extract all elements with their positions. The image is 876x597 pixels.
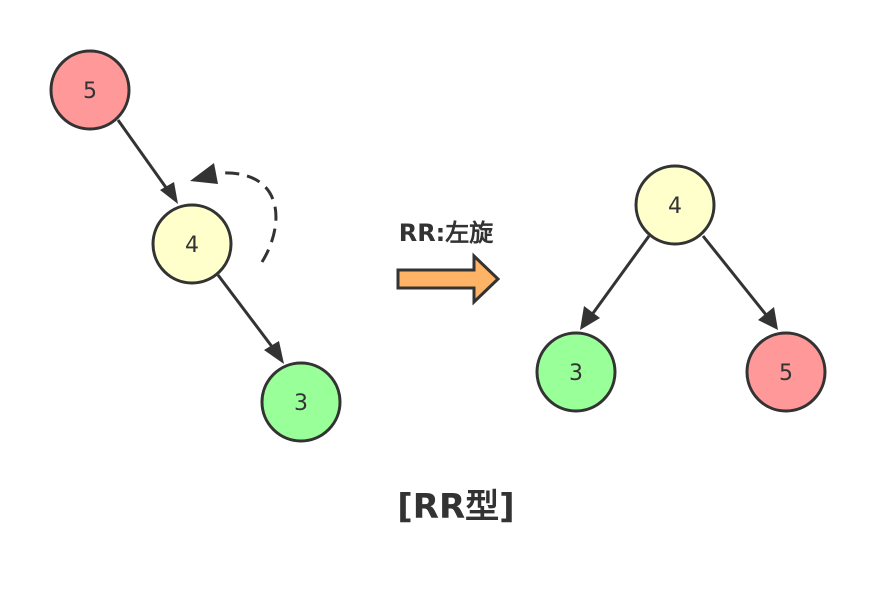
tree-node-3: 3 bbox=[535, 331, 617, 413]
node-label: 5 bbox=[779, 361, 793, 386]
node-label: 4 bbox=[668, 194, 682, 219]
before-tree: 5 4 3 bbox=[49, 49, 342, 443]
node-circle bbox=[260, 361, 342, 443]
node-label: 4 bbox=[185, 233, 199, 258]
edge-4-to-3 bbox=[589, 235, 651, 317]
node-circle bbox=[535, 331, 617, 413]
curved-dashed-arrow-head bbox=[190, 163, 218, 184]
node-label: 3 bbox=[294, 391, 308, 416]
tree-node-4: 4 bbox=[634, 164, 716, 246]
edge-4-to-3-arrowhead bbox=[580, 306, 600, 330]
node-circle bbox=[151, 203, 233, 285]
edge-4-to-5-arrowhead bbox=[758, 307, 778, 330]
edge-5-to-4-arrowhead bbox=[160, 182, 178, 204]
edge-5-to-4 bbox=[116, 119, 174, 197]
tree-node-3: 3 bbox=[260, 361, 342, 443]
caption: [RR型] bbox=[397, 487, 514, 527]
tree-node-5: 5 bbox=[745, 331, 827, 413]
after-tree: 4 3 5 bbox=[535, 164, 827, 413]
node-circle bbox=[634, 164, 716, 246]
edge-4-to-3-arrowhead bbox=[264, 341, 284, 364]
tree-node-4: 4 bbox=[151, 203, 233, 285]
node-circle bbox=[745, 331, 827, 413]
tree-node-5: 5 bbox=[49, 49, 131, 131]
edge-4-to-3 bbox=[216, 274, 278, 353]
node-circle bbox=[49, 49, 131, 131]
node-label: 5 bbox=[83, 79, 97, 104]
block-arrow-right-icon bbox=[396, 252, 501, 306]
edge-4-to-5 bbox=[701, 235, 769, 317]
node-label: 3 bbox=[569, 361, 583, 386]
transform: RR:左旋 bbox=[396, 219, 501, 306]
rotation-label: RR:左旋 bbox=[399, 219, 495, 247]
